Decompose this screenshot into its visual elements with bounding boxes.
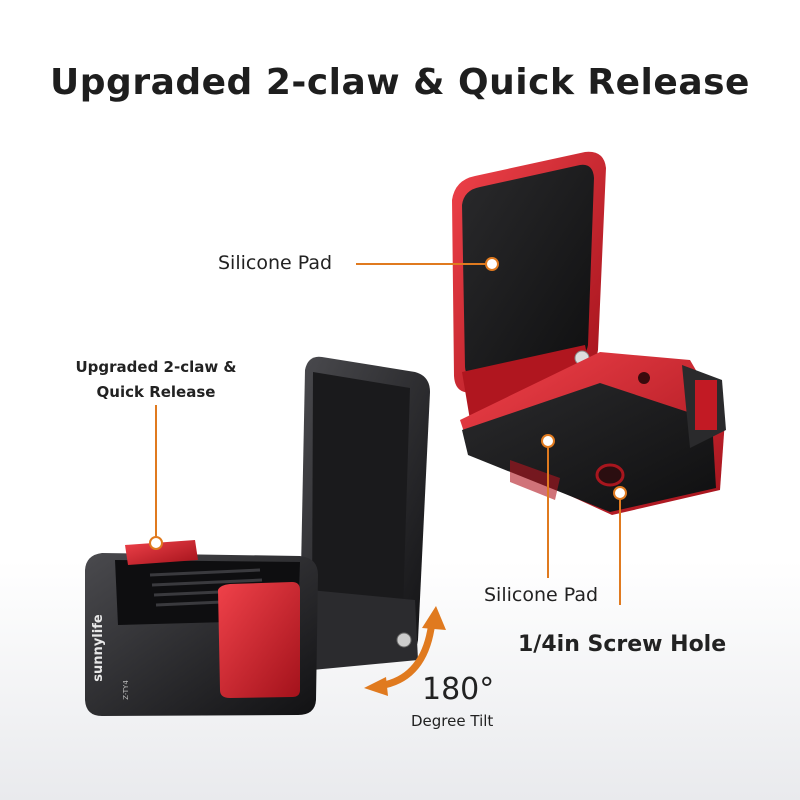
tilt-degrees: 180°	[422, 672, 495, 707]
callout-screw-hole: 1/4in Screw Hole	[518, 632, 727, 657]
page-title: Upgraded 2-claw & Quick Release	[50, 62, 750, 103]
callout-upgraded-line1: Upgraded 2-claw &	[75, 358, 237, 376]
callout-upgraded-claw: Upgraded 2-claw & Quick Release	[70, 355, 242, 405]
callout-lines	[155, 263, 621, 605]
left-mount: sunnylife Z-TY4	[85, 356, 430, 716]
screw-hole	[595, 463, 625, 487]
callout-dots	[149, 257, 627, 550]
silicone-pad-bottom	[462, 383, 716, 512]
callout-upgraded-line2: Quick Release	[96, 383, 216, 401]
callout-silicone-pad-bottom: Silicone Pad	[484, 584, 599, 606]
callout-silicone-pad-top: Silicone Pad	[218, 252, 333, 274]
tilt-arrow-icon	[377, 621, 436, 690]
silicone-pad-top	[462, 164, 594, 379]
tilt-caption: Degree Tilt	[411, 712, 494, 730]
arrowhead-left-icon	[364, 677, 388, 696]
model-number: Z-TY4	[122, 680, 130, 700]
brand-logo: sunnylife	[91, 614, 106, 682]
arrowhead-up-icon	[422, 606, 446, 630]
right-mount	[452, 151, 726, 515]
